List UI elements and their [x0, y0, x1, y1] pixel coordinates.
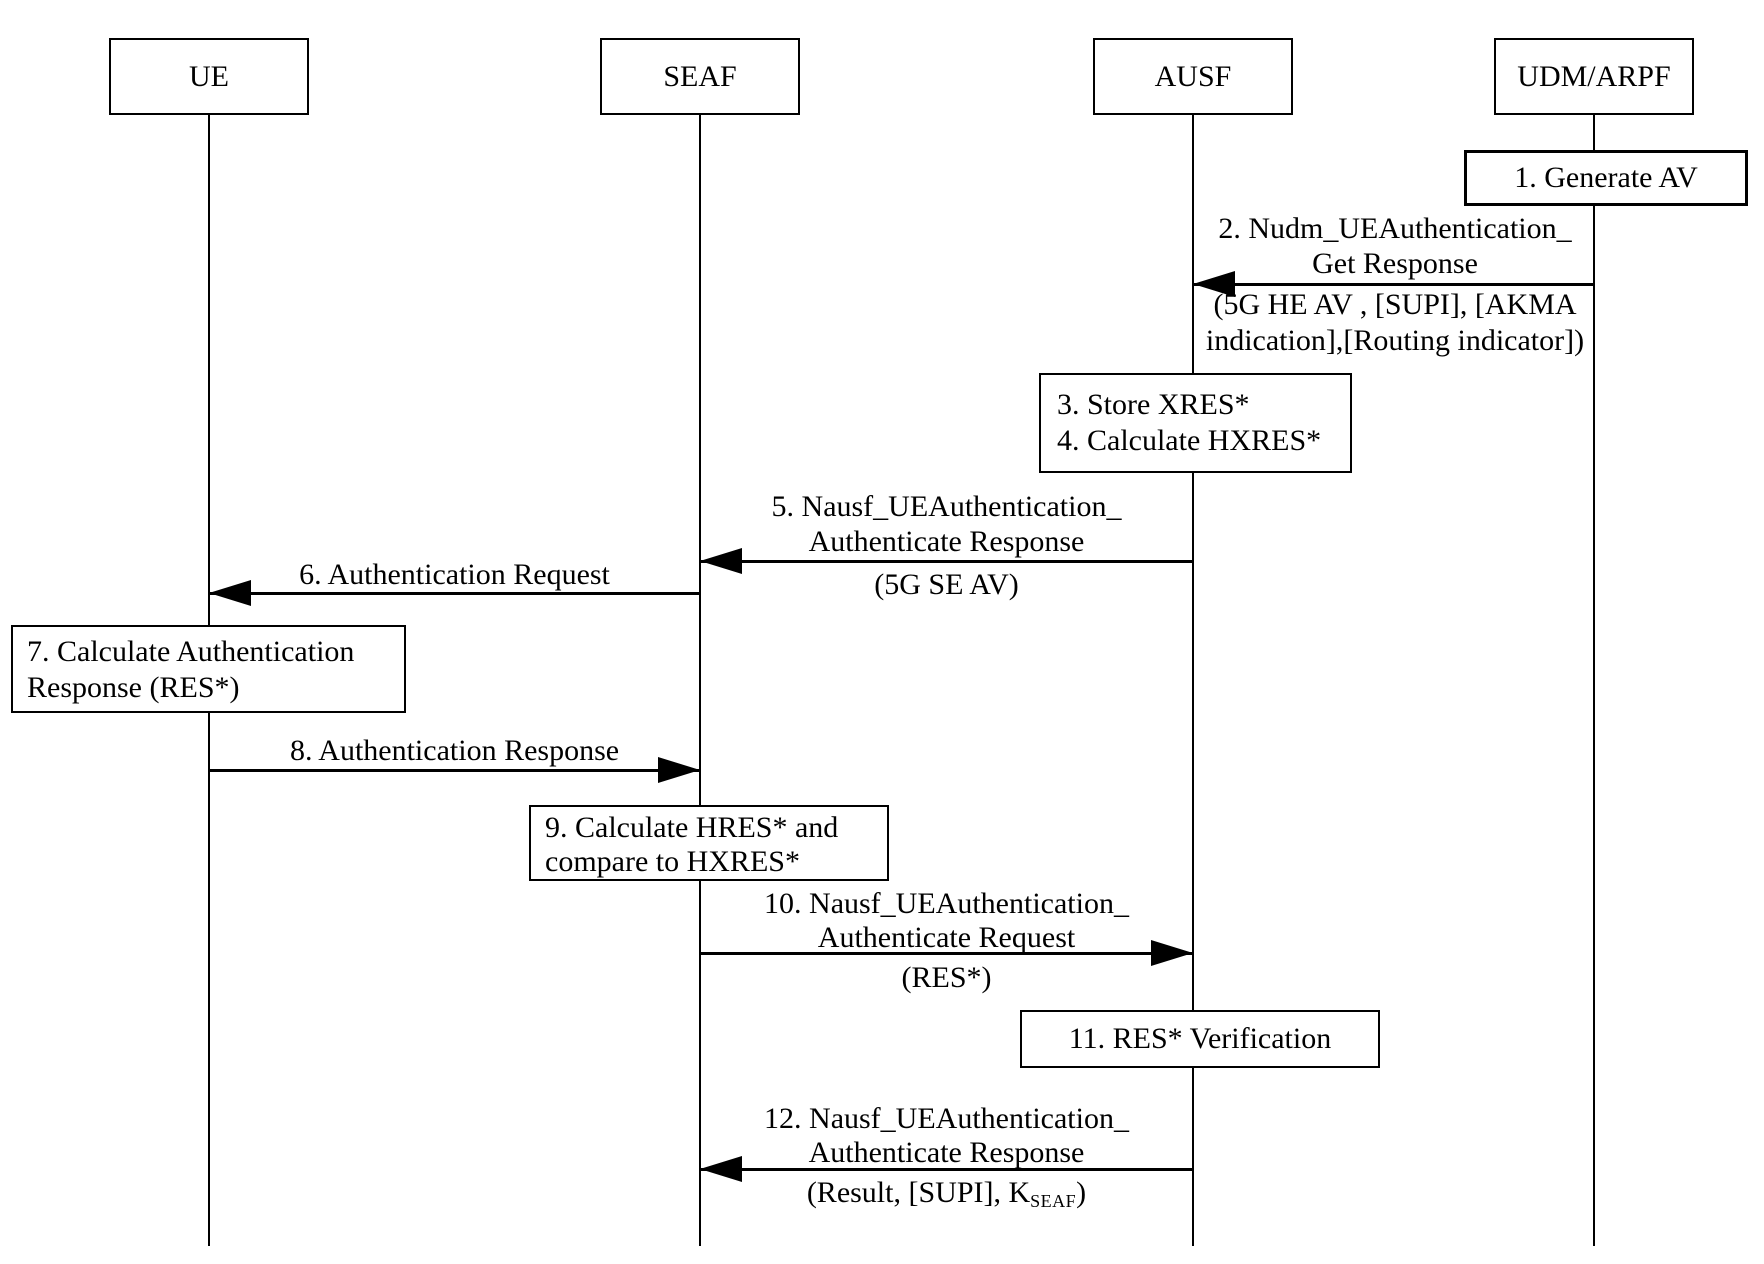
message2-arrowhead-icon	[1193, 271, 1235, 297]
message2-arrow-line	[1193, 283, 1594, 286]
message10-name-line1: 10. Nausf_UEAuthentication_	[764, 887, 1129, 920]
message12-name-line2: Authenticate Response	[808, 1136, 1085, 1169]
message6-arrow-line	[209, 592, 700, 595]
message12-param-suffix: )	[1076, 1176, 1087, 1209]
actor-label-seaf: SEAF	[663, 59, 737, 93]
message5-arrow-line	[700, 560, 1193, 563]
message8-arrowhead-icon	[658, 757, 700, 783]
process-box-calculate-hres: 9. Calculate HRES* and compare to HXRES*	[529, 805, 889, 881]
message5-name-line1: 5. Nausf_UEAuthentication_	[771, 490, 1122, 523]
actor-label-udm: UDM/ARPF	[1517, 59, 1671, 93]
message2-name-line1: 2. Nudm_UEAuthentication_	[1218, 212, 1572, 245]
message5-param: (5G SE AV)	[874, 568, 1019, 601]
step9-line1: 9. Calculate HRES* and	[545, 811, 839, 844]
message8-name: 8. Authentication Response	[289, 734, 620, 767]
lifeline-udm	[1593, 115, 1595, 1246]
message5-arrowhead-icon	[700, 548, 742, 574]
message2-param-line2: indication],[Routing indicator])	[1205, 324, 1585, 357]
actor-label-ue: UE	[189, 59, 229, 93]
step3-label: 3. Store XRES*	[1057, 388, 1250, 421]
message5-name-line2: Authenticate Response	[808, 525, 1085, 558]
message12-param-subscript: SEAF	[1030, 1191, 1077, 1212]
message12-param-prefix: (Result, [SUPI], K	[806, 1176, 1031, 1209]
step4-label: 4. Calculate HXRES*	[1057, 424, 1322, 457]
lifeline-seaf	[699, 115, 701, 1246]
message10-param: (RES*)	[901, 961, 992, 994]
step11-label: 11. RES* Verification	[1068, 1022, 1332, 1055]
message2-param-line1: (5G HE AV , [SUPI], [AKMA	[1213, 288, 1577, 321]
message8-arrow-line	[209, 769, 700, 772]
message2-name-line2: Get Response	[1312, 247, 1478, 280]
message12-arrowhead-icon	[700, 1156, 742, 1182]
process-box-calculate-res: 7. Calculate Authentication Response (RE…	[11, 625, 406, 713]
message12-arrow-line	[700, 1168, 1193, 1171]
message6-arrowhead-icon	[209, 580, 251, 606]
message12-param: (Result, [SUPI], KSEAF)	[700, 1175, 1193, 1219]
actor-box-udm: UDM/ARPF	[1494, 38, 1694, 115]
process-box-generate-av: 1. Generate AV	[1464, 150, 1748, 206]
process-box-res-verification: 11. RES* Verification	[1020, 1010, 1380, 1068]
message10-arrowhead-icon	[1151, 940, 1193, 966]
step7-line2: Response (RES*)	[27, 671, 240, 704]
message10-name-line2: Authenticate Request	[817, 921, 1076, 954]
actor-label-ausf: AUSF	[1154, 59, 1232, 93]
message12-name-line1: 12. Nausf_UEAuthentication_	[764, 1102, 1129, 1135]
actor-box-seaf: SEAF	[600, 38, 800, 115]
step9-line2: compare to HXRES*	[545, 845, 800, 878]
actor-box-ue: UE	[109, 38, 309, 115]
message6-name: 6. Authentication Request	[299, 558, 610, 591]
process-box-store-xres: 3. Store XRES* 4. Calculate HXRES*	[1039, 373, 1352, 473]
step7-line1: 7. Calculate Authentication	[27, 635, 355, 668]
step1-label: 1. Generate AV	[1514, 161, 1698, 194]
lifeline-ausf	[1192, 115, 1194, 1246]
message10-arrow-line	[700, 952, 1193, 955]
actor-box-ausf: AUSF	[1093, 38, 1293, 115]
